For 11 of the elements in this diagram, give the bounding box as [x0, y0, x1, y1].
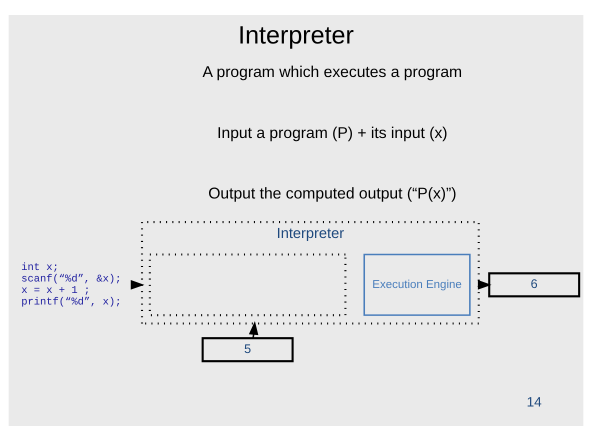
node-box: 5 [202, 337, 294, 362]
arrow [248, 321, 258, 338]
node-box: 6 [488, 272, 580, 298]
node-box [148, 253, 346, 316]
diagram-title: Interpreter [238, 21, 354, 50]
label: Output the computed output (“P(x)”) [208, 186, 456, 203]
node-box: Execution Engine [363, 254, 471, 316]
label: 14 [526, 394, 542, 410]
label: A program which executes a program [202, 64, 462, 82]
label: Input a program (P) + its input (x) [217, 124, 448, 142]
node-text: int x; scanf(“%d”, &x); x = x + 1 ; printf(“%d”, x); [21, 262, 122, 309]
